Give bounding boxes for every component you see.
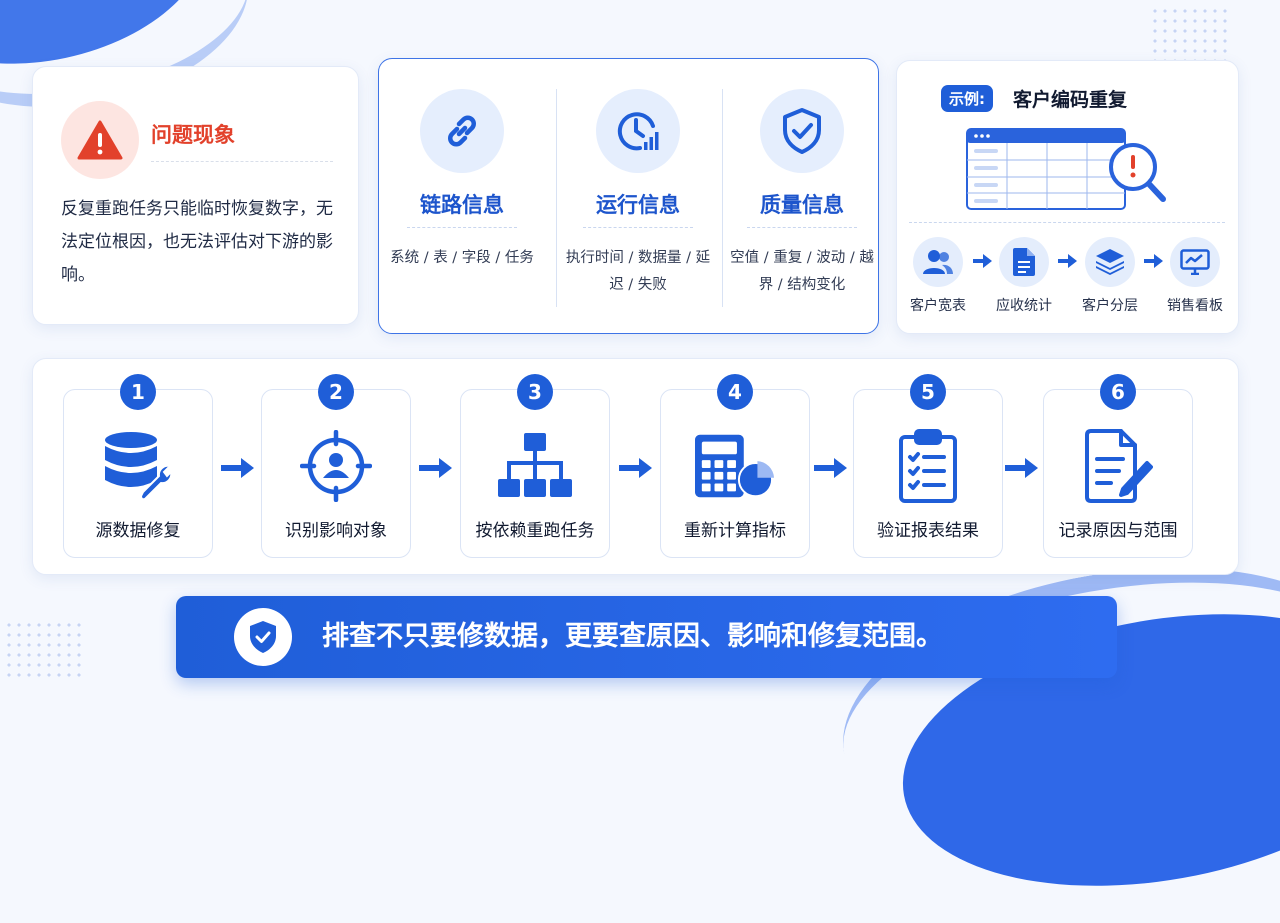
warning-icon [61, 101, 139, 179]
arrow-right-icon [973, 254, 992, 268]
example-badge: 示例: [941, 85, 993, 112]
step-card: 3 按依赖重跑任务 [460, 374, 610, 558]
example-node: 应收统计 [989, 237, 1059, 315]
step-label: 识别影响对象 [285, 521, 387, 541]
example-node: 客户宽表 [903, 237, 973, 315]
info-description: 系统 / 表 / 字段 / 任务 [390, 250, 534, 266]
arrow-right-icon [1144, 254, 1163, 268]
divider [909, 222, 1225, 223]
table-search-icon [966, 128, 1166, 210]
step-number: 2 [318, 374, 354, 410]
info-item-runtime: 运行信息 执行时间 / 数据量 / 延迟 / 失败 [555, 59, 721, 333]
arrow-right-icon [814, 458, 847, 478]
node-label: 客户分层 [1082, 298, 1138, 314]
problem-card: 问题现象 反复重跑任务只能临时恢复数字，无法定位根因，也无法评估对下游的影响。 [32, 66, 359, 325]
step-number: 6 [1100, 374, 1136, 410]
step-card: 6 记录原因与范围 [1043, 374, 1193, 558]
users-icon [913, 237, 963, 287]
step-number: 4 [717, 374, 753, 410]
link-icon [420, 89, 504, 173]
divider [722, 89, 723, 307]
info-title: 运行信息 [596, 193, 680, 217]
node-label: 应收统计 [996, 298, 1052, 314]
step-card: 5 验证报表结果 [853, 374, 1003, 558]
step-label: 按依赖重跑任务 [475, 521, 595, 541]
step-number: 3 [517, 374, 553, 410]
divider [556, 89, 557, 307]
arrow-right-icon [419, 458, 452, 478]
document-edit-icon [1078, 426, 1158, 506]
step-card: 2 识别影响对象 [261, 374, 411, 558]
example-node: 销售看板 [1160, 237, 1230, 315]
step-label: 源数据修复 [95, 521, 181, 541]
step-label: 记录原因与范围 [1058, 521, 1178, 541]
node-label: 客户宽表 [910, 298, 966, 314]
arrow-right-icon [619, 458, 652, 478]
step-card: 4 重新计算指标 [660, 374, 810, 558]
dashboard-monitor-icon [1170, 237, 1220, 287]
clock-chart-icon [596, 89, 680, 173]
info-item-quality: 质量信息 空值 / 重复 / 波动 / 越界 / 结构变化 [719, 59, 885, 333]
step-card: 1 源数据修复 [63, 374, 213, 558]
step-label: 验证报表结果 [877, 521, 979, 541]
shield-check-icon [234, 608, 292, 666]
divider [583, 227, 693, 228]
example-card: 示例: 客户编码重复 客户宽表 应收统计 [896, 60, 1239, 334]
node-label: 销售看板 [1167, 298, 1223, 314]
example-node: 客户分层 [1075, 237, 1145, 315]
info-item-link: 链路信息 系统 / 表 / 字段 / 任务 [379, 59, 545, 333]
decorative-dots [4, 620, 84, 680]
clipboard-checklist-icon [888, 426, 968, 506]
decorative-dots [1150, 6, 1230, 66]
example-title: 客户编码重复 [1013, 89, 1128, 111]
hierarchy-icon [495, 426, 575, 506]
step-number: 5 [910, 374, 946, 410]
calculator-chart-icon [695, 426, 775, 506]
arrow-right-icon [1005, 458, 1038, 478]
document-icon [999, 237, 1049, 287]
step-number: 1 [120, 374, 156, 410]
banner-text: 排查不只要修数据，更要查原因、影响和修复范围。 [322, 621, 943, 652]
steps-card: 1 源数据修复 2 识别影响对象 3 [32, 358, 1239, 575]
database-wrench-icon [98, 426, 178, 506]
info-title: 质量信息 [760, 193, 844, 217]
divider [407, 227, 517, 228]
problem-title: 问题现象 [151, 123, 235, 147]
layers-icon [1085, 237, 1135, 287]
info-description: 执行时间 / 数据量 / 延迟 / 失败 [565, 250, 711, 293]
info-title: 链路信息 [420, 193, 504, 217]
arrow-right-icon [1058, 254, 1077, 268]
arrow-right-icon [221, 458, 254, 478]
divider [747, 227, 857, 228]
step-label: 重新计算指标 [684, 521, 786, 541]
shield-check-icon [760, 89, 844, 173]
conclusion-banner: 排查不只要修数据，更要查原因、影响和修复范围。 [176, 596, 1117, 678]
info-card: 链路信息 系统 / 表 / 字段 / 任务 运行信息 执行时间 / 数据量 / … [378, 58, 879, 334]
divider [151, 161, 333, 162]
info-description: 空值 / 重复 / 波动 / 越界 / 结构变化 [730, 250, 874, 293]
target-user-icon [296, 426, 376, 506]
problem-description: 反复重跑任务只能临时恢复数字，无法定位根因，也无法评估对下游的影响。 [61, 199, 333, 285]
